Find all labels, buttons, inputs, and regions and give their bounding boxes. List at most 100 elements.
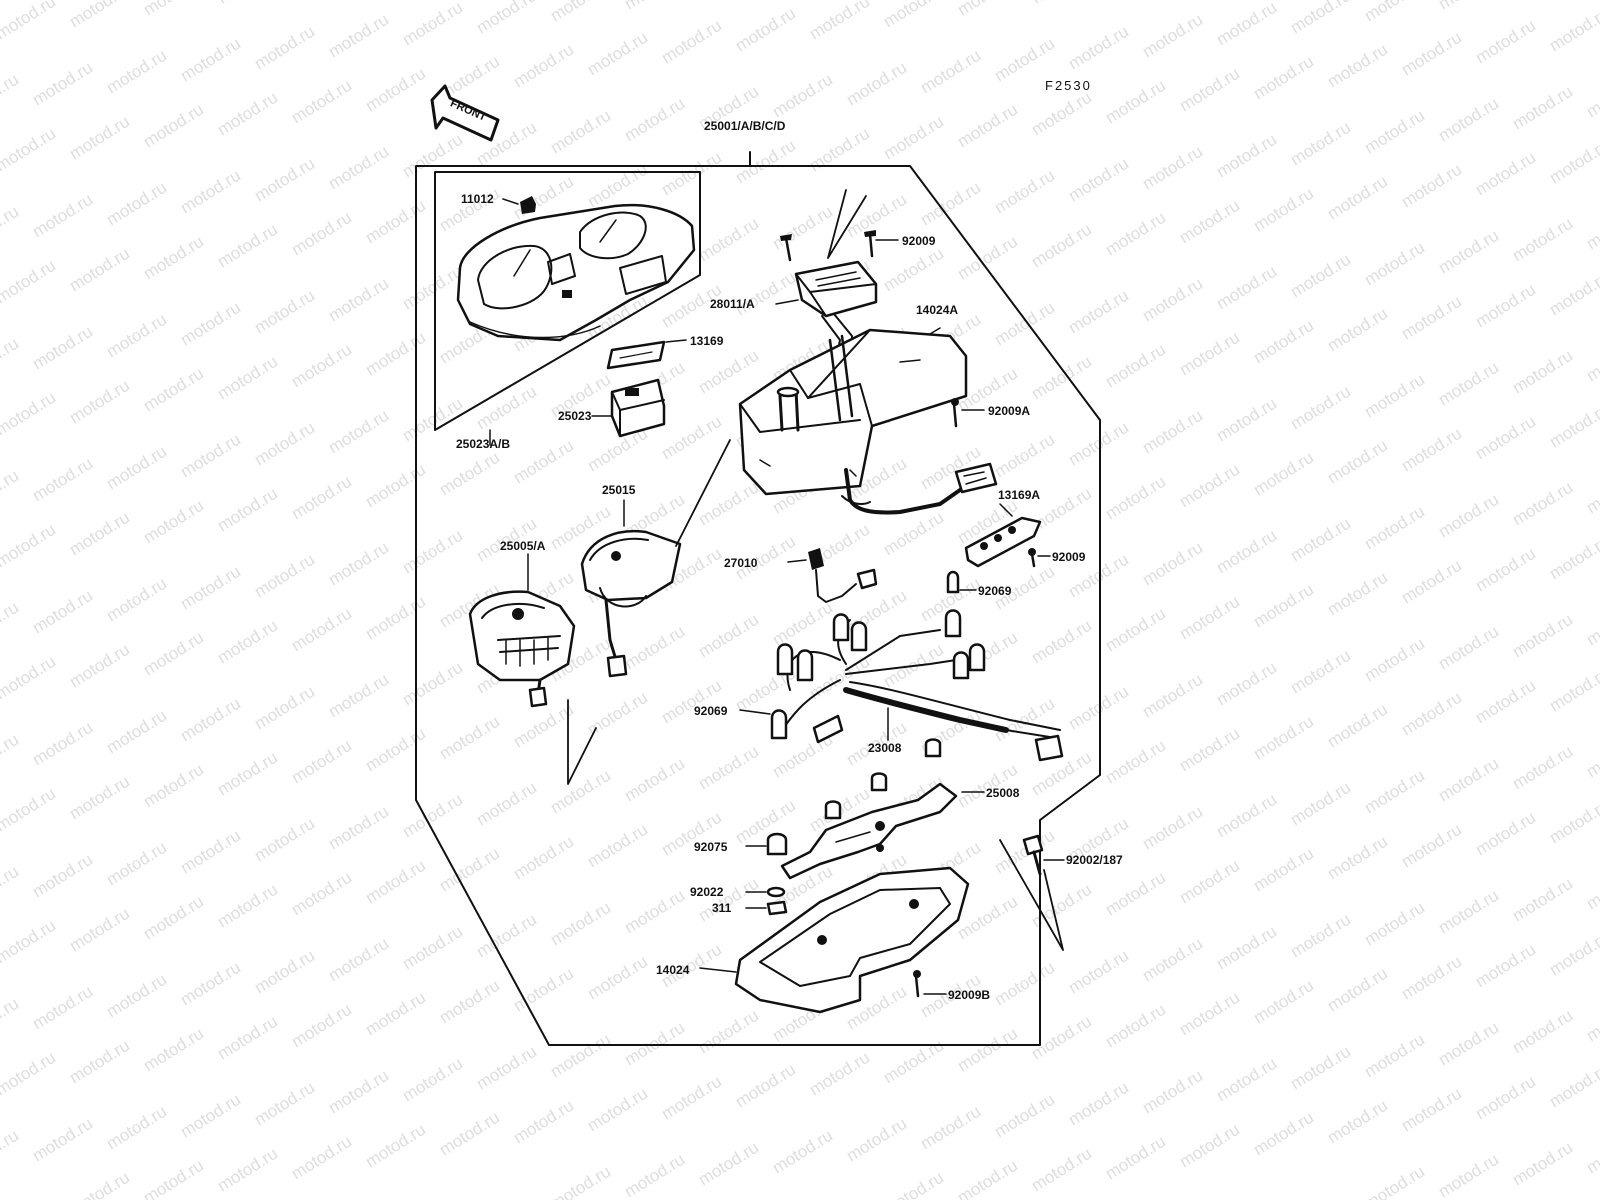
watermark-text: motod.ru — [1472, 1072, 1539, 1124]
watermark-text: motod.ru — [695, 1006, 762, 1058]
watermark-text: motod.ru — [880, 0, 947, 31]
watermark-text: motod.ru — [362, 724, 429, 776]
watermark-text: motod.ru — [177, 298, 244, 350]
watermark-text: motod.ru — [1324, 436, 1391, 488]
watermark-text: motod.ru — [436, 448, 503, 500]
watermark-text: motod.ru — [769, 202, 836, 254]
indicator-28011-icon — [794, 260, 878, 361]
watermark-text: motod.ru — [1361, 1162, 1428, 1200]
watermark-text: motod.ru — [769, 70, 836, 122]
watermark-text: motod.ru — [954, 1156, 1021, 1200]
watermark-text: motod.ru — [695, 0, 762, 1]
watermark-text: motod.ru — [325, 670, 392, 722]
watermark-text: motod.ru — [251, 418, 318, 470]
watermark-text: motod.ru — [325, 10, 392, 62]
watermark-text: motod.ru — [29, 58, 96, 110]
watermark-text: motod.ru — [288, 472, 355, 524]
watermark-text: motod.ru — [1398, 688, 1465, 740]
watermark-text: motod.ru — [1250, 976, 1317, 1028]
watermark-text: motod.ru — [732, 4, 799, 56]
watermark-text: motod.ru — [103, 310, 170, 362]
watermark-text: motod.ru — [1361, 1030, 1428, 1082]
watermark-text: motod.ru — [547, 766, 614, 818]
watermark-text: motod.ru — [1509, 346, 1576, 398]
watermark-text: motod.ru — [288, 1132, 355, 1184]
watermark-text: motod.ru — [1139, 538, 1206, 590]
watermark-text: motod.ru — [1139, 802, 1206, 854]
watermark-text: motod.ru — [66, 640, 133, 692]
watermark-text: motod.ru — [1139, 934, 1206, 986]
watermark-text: motod.ru — [880, 1168, 947, 1200]
watermark-text: motod.ru — [621, 754, 688, 806]
watermark-text: motod.ru — [1139, 274, 1206, 326]
watermark-text: motod.ru — [103, 46, 170, 98]
watermark-text: motod.ru — [288, 604, 355, 656]
label-92002: 92002/187 — [1066, 853, 1123, 867]
watermark-text: motod.ru — [103, 970, 170, 1022]
watermark-text: motod.ru — [1028, 88, 1095, 140]
watermark-text: motod.ru — [214, 88, 281, 140]
watermark-text: motod.ru — [1509, 82, 1576, 134]
watermark-text: motod.ru — [917, 46, 984, 98]
watermark-text: motod.ru — [1324, 964, 1391, 1016]
watermark-text: motod.ru — [29, 718, 96, 770]
watermark-text: motod.ru — [584, 952, 651, 1004]
watermark-text: motod.ru — [991, 826, 1058, 878]
watermark-text: motod.ru — [362, 328, 429, 380]
lower-case-14024-icon — [734, 866, 970, 1014]
watermark-text: motod.ru — [0, 124, 59, 176]
watermark-text: motod.ru — [177, 826, 244, 878]
watermark-text: motod.ru — [732, 1060, 799, 1112]
label-25015: 25015 — [602, 483, 636, 497]
watermark-text: motod.ru — [547, 898, 614, 950]
watermark-text: motod.ru — [1213, 394, 1280, 446]
watermark-text: motod.ru — [214, 616, 281, 668]
lens-13169a-icon — [964, 516, 1042, 568]
watermark-text: motod.ru — [769, 598, 836, 650]
watermark-text: motod.ru — [1028, 352, 1095, 404]
watermark-text: motod.ru — [1583, 334, 1600, 386]
watermark-text: motod.ru — [0, 730, 22, 782]
watermark-text: motod.ru — [1139, 10, 1206, 62]
watermark-text: motod.ru — [214, 1144, 281, 1196]
watermark-text: motod.ru — [695, 214, 762, 266]
assembly-leader-lines — [567, 189, 1064, 951]
watermark-text: motod.ru — [140, 628, 207, 680]
watermark-text: motod.ru — [177, 694, 244, 746]
watermark-text: motod.ru — [66, 0, 133, 31]
watermark-text: motod.ru — [1435, 1150, 1502, 1200]
watermark-text: motod.ru — [1028, 1012, 1095, 1064]
watermark-text: motod.ru — [1065, 1078, 1132, 1130]
watermark-text: motod.ru — [325, 142, 392, 194]
watermark-text: motod.ru — [1583, 598, 1600, 650]
watermark-text: motod.ru — [1583, 994, 1600, 1046]
watermark-text: motod.ru — [140, 892, 207, 944]
lens-13169-icon — [606, 340, 666, 370]
watermark-text: motod.ru — [140, 232, 207, 284]
watermark-text: motod.ru — [1398, 160, 1465, 212]
watermark-text: motod.ru — [1509, 874, 1576, 926]
watermark-text: motod.ru — [510, 436, 577, 488]
watermark-text: motod.ru — [0, 916, 59, 968]
watermark-text: motod.ru — [1250, 712, 1317, 764]
watermark-text: motod.ru — [399, 922, 466, 974]
watermark-text: motod.ru — [66, 508, 133, 560]
watermark-text: motod.ru — [1287, 778, 1354, 830]
watermark-text: motod.ru — [1509, 1138, 1576, 1190]
watermark-text: motod.ru — [1472, 16, 1539, 68]
watermark-text: motod.ru — [66, 1036, 133, 1088]
label-13169: 13169 — [690, 334, 724, 348]
watermark-text: motod.ru — [621, 886, 688, 938]
watermark-text: motod.ru — [362, 1120, 429, 1172]
watermark-text: motod.ru — [1213, 658, 1280, 710]
label-14024: 14024 — [656, 963, 690, 977]
label-28011: 28011/A — [710, 297, 755, 311]
bolt-92002-icon — [1022, 834, 1044, 876]
watermark-text: motod.ru — [1287, 382, 1354, 434]
watermark-text: motod.ru — [1435, 0, 1502, 13]
watermark-text: motod.ru — [103, 706, 170, 758]
connector-plug-icon — [954, 462, 998, 494]
watermark-text: motod.ru — [1361, 238, 1428, 290]
figure-code: F2530 — [1045, 78, 1092, 93]
watermark-text: motod.ru — [547, 1030, 614, 1082]
